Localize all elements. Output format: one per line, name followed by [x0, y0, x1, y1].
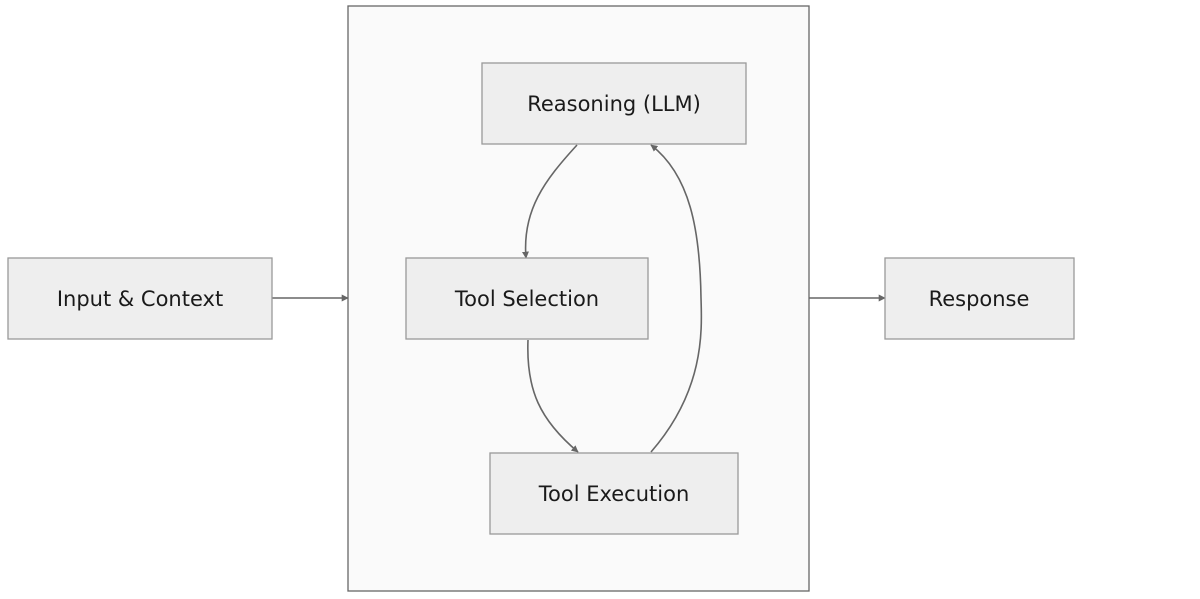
node-reasoning: Reasoning (LLM): [481, 62, 747, 145]
node-reasoning-label: Reasoning (LLM): [527, 92, 701, 116]
node-response-box: [884, 257, 1075, 340]
node-response: Response: [884, 257, 1075, 340]
node-tool-execution-label: Tool Execution: [538, 482, 690, 506]
node-reasoning-box: [481, 62, 747, 145]
node-input-context-box: [7, 257, 273, 340]
node-tool-execution: Tool Execution: [489, 452, 739, 535]
node-tool-execution-box: [489, 452, 739, 535]
edge-tool-execution-to-reasoning: [650, 144, 703, 453]
node-tool-selection-box: [405, 257, 649, 340]
edge-reasoning-to-tool-selection: [521, 144, 578, 259]
node-input-context-label: Input & Context: [57, 287, 223, 311]
node-response-label: Response: [929, 287, 1030, 311]
edges: [272, 144, 886, 453]
node-input-context: Input & Context: [7, 257, 273, 340]
node-tool-selection: Tool Selection: [405, 257, 649, 340]
node-tool-selection-label: Tool Selection: [454, 287, 599, 311]
edge-tool-selection-to-tool-execution: [527, 339, 579, 453]
